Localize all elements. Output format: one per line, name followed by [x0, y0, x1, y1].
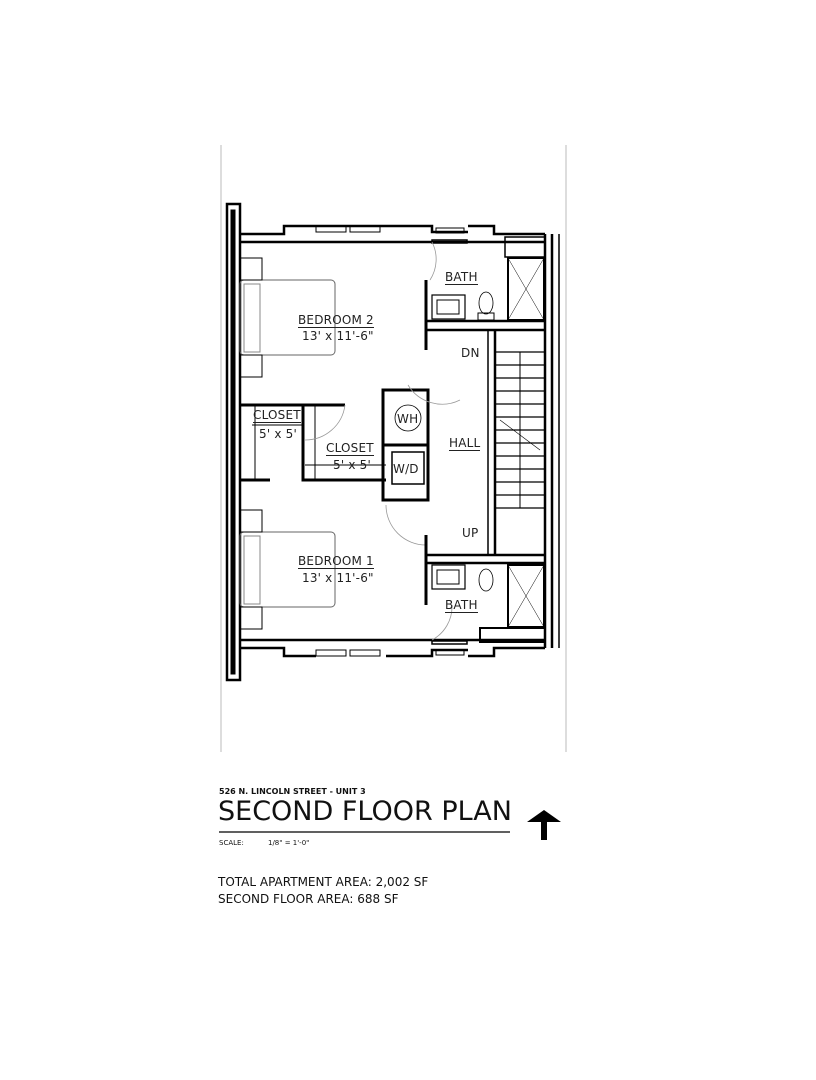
address-label: 526 N. LINCOLN STREET - UNIT 3: [219, 787, 366, 796]
room-label-dn: DN: [461, 346, 480, 360]
scale-label: SCALE:: [219, 839, 244, 847]
room-label-wh: WH: [397, 412, 419, 426]
plan-title: SECOND FLOOR PLAN: [218, 796, 512, 827]
room-label-up: UP: [462, 526, 479, 540]
scale-value: 1/8" = 1'-0": [268, 839, 310, 847]
room-label-hall: HALL: [449, 436, 481, 451]
north-arrow-icon: [527, 810, 561, 840]
room-label-closet-left: CLOSET: [253, 408, 301, 423]
room-label-closet-center: CLOSET: [326, 441, 374, 456]
room-label-bath-bottom: BATH: [445, 598, 478, 613]
room-size-bedroom2: 13' x 11'-6": [302, 329, 374, 343]
room-size-closet-center: 5' x 5': [333, 458, 371, 472]
room-label-bedroom1: BEDROOM 1: [298, 554, 374, 569]
floor-area: SECOND FLOOR AREA: 688 SF: [218, 892, 399, 906]
room-size-bedroom1: 13' x 11'-6": [302, 571, 374, 585]
room-label-bedroom2: BEDROOM 2: [298, 313, 374, 328]
total-area: TOTAL APARTMENT AREA: 2,002 SF: [218, 875, 429, 889]
room-label-wd: W/D: [393, 462, 419, 476]
room-label-bath-top: BATH: [445, 270, 478, 285]
room-size-closet-left: 5' x 5': [259, 427, 297, 441]
